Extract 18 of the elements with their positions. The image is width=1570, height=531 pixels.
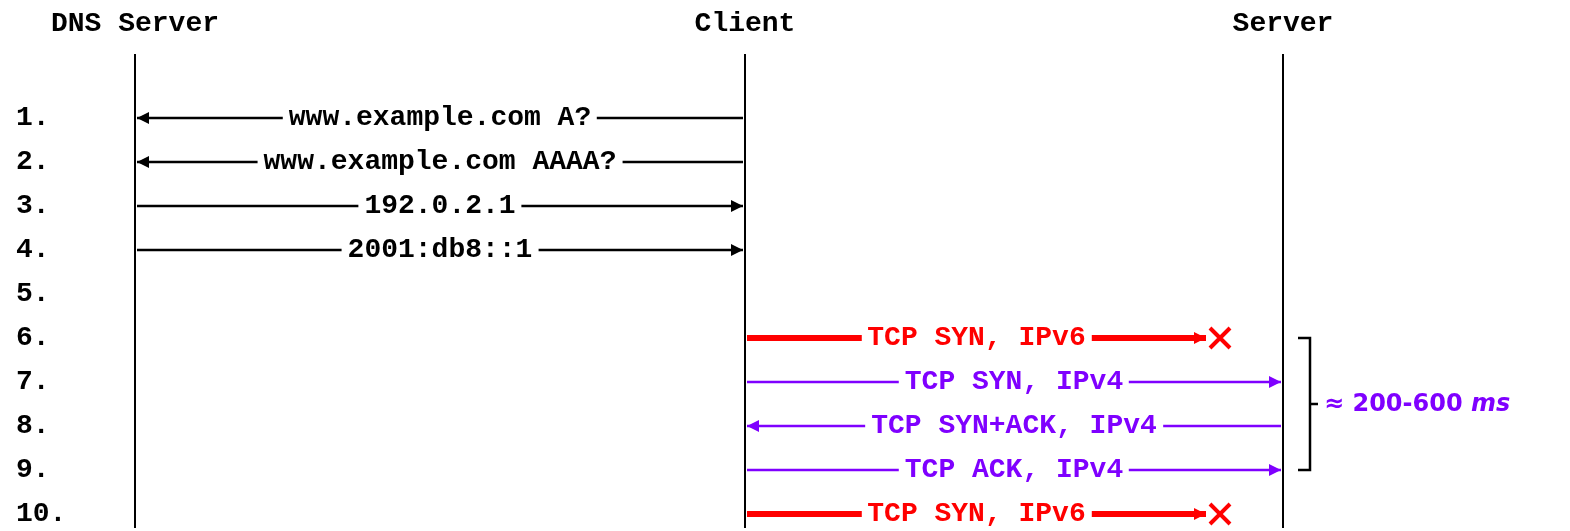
failure-x-icon [1208,502,1232,526]
lifeline-label: Server [1231,7,1335,41]
row-number: 2. [16,147,50,177]
edge-label: www.example.com AAAA? [257,147,623,177]
row-number: 1. [16,103,50,133]
lifeline-label: DNS Server [50,7,220,41]
duration-note: ≈ 200-600 ms [1324,389,1511,417]
row-number: 5. [16,279,50,309]
row-number: 9. [16,455,50,485]
edge-label: www.example.com A? [282,103,598,133]
row-number: 4. [16,235,50,265]
row-number: 8. [16,411,50,441]
row-number: 7. [16,367,50,397]
row-number: 6. [16,323,50,353]
row-number: 10. [16,499,67,529]
row-number: 3. [16,191,50,221]
lifeline-label: Client [693,7,797,41]
failure-x-icon [1208,326,1232,350]
